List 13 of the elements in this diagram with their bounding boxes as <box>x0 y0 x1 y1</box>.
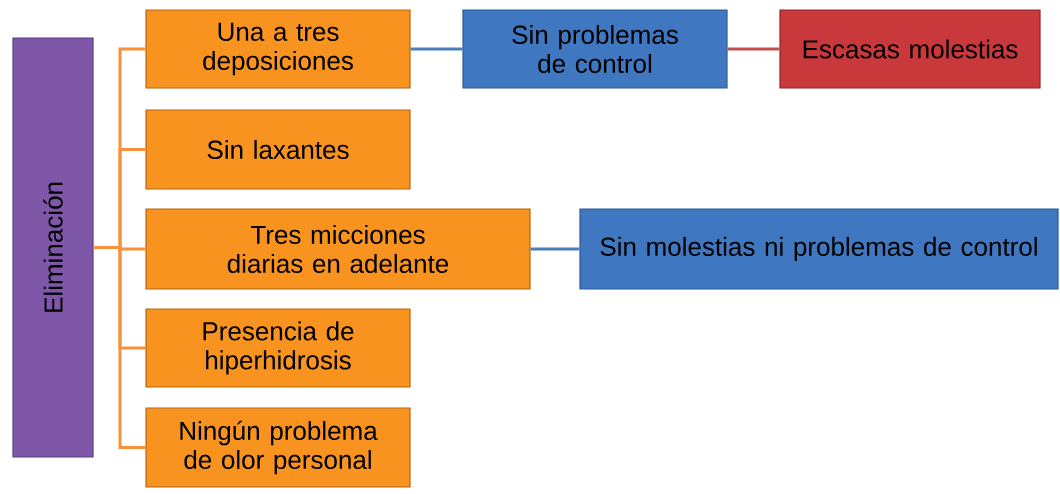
text-box: Sin laxantes <box>145 109 411 190</box>
text-box: Presencia de hiperhidrosis <box>145 308 411 388</box>
text-box: Sin problemas de control <box>462 9 728 89</box>
connector-line <box>530 247 580 251</box>
text-box: Una a tres deposiciones <box>145 9 411 89</box>
text-box: Escasas molestias <box>779 9 1041 89</box>
text-box: Sin molestias ni problemas de control <box>579 208 1059 290</box>
category-box: Eliminación <box>12 37 94 458</box>
connector-line <box>410 47 463 51</box>
text-box: Tres micciones diarias en adelante <box>145 208 531 290</box>
connector-line <box>93 246 146 449</box>
connector-line <box>727 47 780 51</box>
text-box: Ningún problema de olor personal <box>145 407 411 488</box>
